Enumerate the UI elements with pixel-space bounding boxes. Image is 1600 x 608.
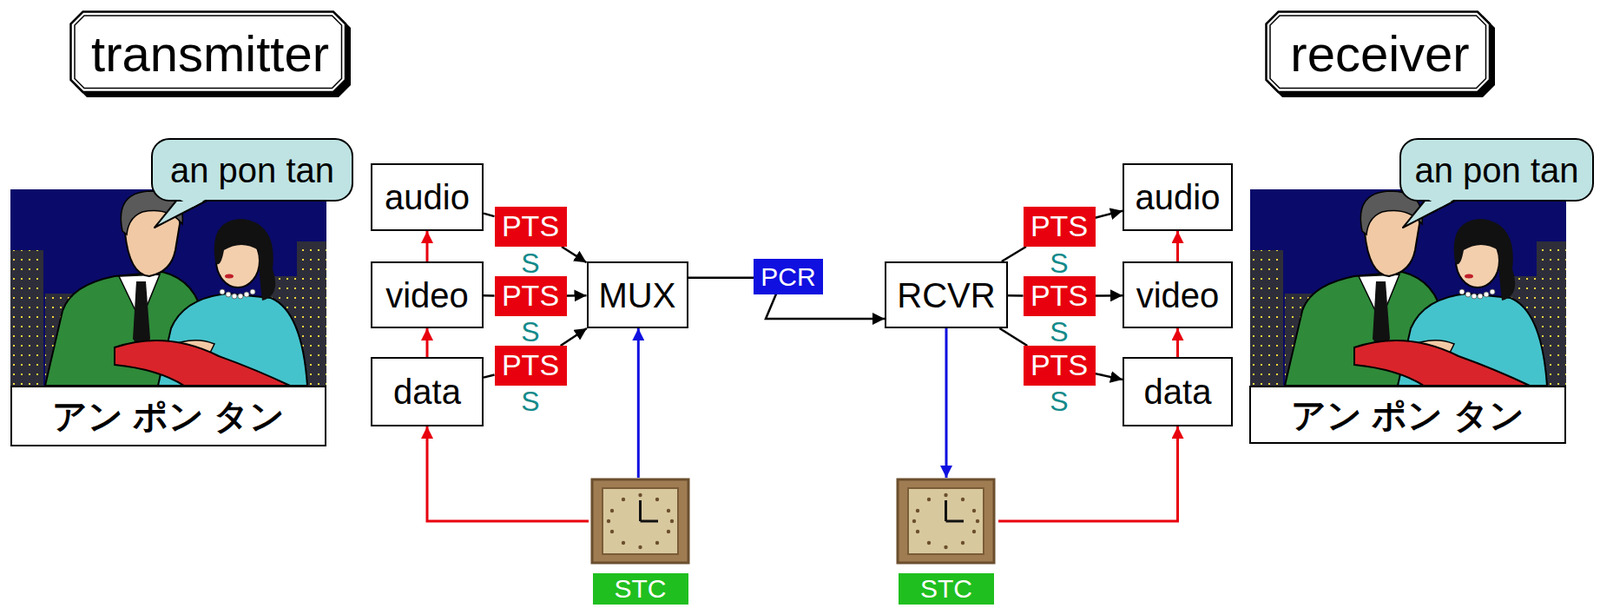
signal-connector [1095,294,1124,297]
node-label: audio [1135,177,1221,217]
timestamp-tag: PTS [494,345,567,386]
node-label: STC [898,572,995,605]
system-time-clock: STC [588,477,692,605]
process-box: data [1122,356,1233,427]
timing-connector [427,426,589,521]
signal-connector [765,294,885,320]
timing-connector [1176,328,1179,357]
signal-connector [560,328,587,346]
clock-connector [945,328,949,478]
timing-connector [998,426,1179,521]
timing-connector [426,328,429,357]
couple-illustration [1250,189,1567,386]
clock-icon [897,479,995,563]
process-box: MUX [586,261,689,329]
node-label: an pon tan [170,151,335,190]
node-label: an pon tan [1414,151,1579,190]
couple-illustration [10,189,327,386]
timestamp-tag: PTS [494,276,567,317]
speech-bubble: an pon tan [1399,138,1594,202]
timestamp-tag: PTS [1023,276,1096,317]
title-box: receiver [1264,10,1495,98]
clock-reference-tag: PCR [753,258,824,295]
timestamp-tag: PTS [1023,206,1096,247]
title-box: transmitter [69,10,351,98]
process-box: audio [370,163,484,231]
clock-connector [637,328,640,478]
signal-connector [1007,294,1024,297]
node-label: アン ポン タン [52,396,285,435]
timestamp-tag: PTS [494,206,567,247]
node-label: PTS [1030,348,1088,382]
signal-connector [561,246,587,263]
node-label: アン ポン タン [1290,395,1524,435]
signal-connector [483,294,495,297]
caption-box: アン ポン タン [10,385,327,447]
signal-connector [483,375,495,378]
signal-label: S [520,387,540,415]
system-time-clock: STC [894,477,999,605]
node-label: data [393,372,461,411]
timing-connector [426,230,429,262]
process-box: RCVR [884,261,1008,329]
node-label: STC [592,572,689,605]
signal-label: S [520,249,540,277]
signal-label: S [1049,249,1068,277]
signal-connector [566,294,587,297]
process-box: audio [1122,163,1233,231]
node-label: PTS [1030,279,1088,312]
node-label: PTS [1030,210,1088,243]
node-label: PTS [501,279,560,312]
node-label: receiver [1290,26,1469,82]
node-label: transmitter [91,26,330,82]
signal-connector [688,276,755,280]
node-label: data [1144,372,1212,411]
clock-icon [592,479,689,563]
signal-connector [1095,373,1124,380]
signal-label: S [1049,317,1068,346]
node-label: audio [384,177,470,217]
signal-connector [1001,246,1027,262]
node-label: video [385,276,469,315]
node-label: PTS [501,348,560,382]
process-box: data [370,356,484,427]
caption-box: アン ポン タン [1249,385,1567,444]
timestamp-tag: PTS [1023,345,1096,386]
signal-connector [999,328,1028,346]
node-label: RCVR [896,276,995,315]
speech-bubble: an pon tan [151,138,354,202]
signal-label: S [520,317,540,346]
signal-connector [483,213,495,218]
timing-connector [1176,230,1179,262]
node-label: MUX [599,276,677,315]
node-label: PTS [501,210,560,243]
signal-connector [1095,210,1124,218]
process-box: video [1122,261,1233,329]
node-label: video [1136,276,1220,315]
process-box: video [370,261,484,329]
node-label: PCR [760,262,816,291]
signal-label: S [1049,387,1068,415]
